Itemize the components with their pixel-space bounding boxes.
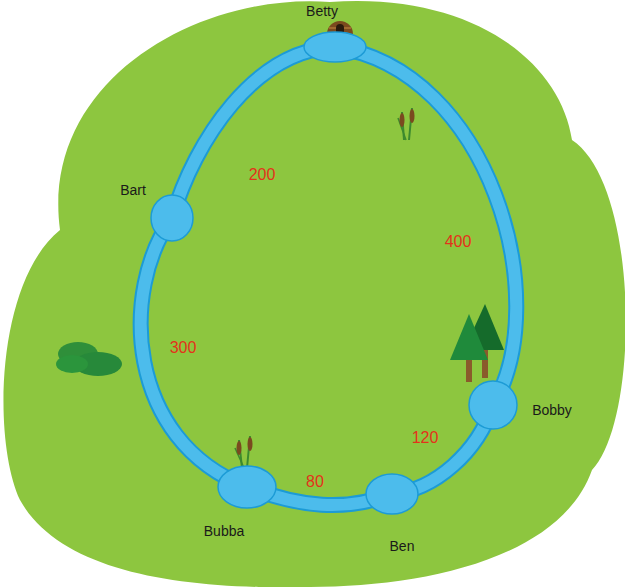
bush bbox=[56, 342, 122, 376]
pond-shape bbox=[303, 31, 367, 63]
pond-name: Bobby bbox=[532, 402, 572, 418]
pond-name: Bart bbox=[120, 182, 146, 198]
trees bbox=[450, 304, 504, 382]
pond-node: Bobby bbox=[468, 380, 518, 430]
distance-label: 120 bbox=[412, 429, 439, 447]
distance-label: 300 bbox=[170, 339, 197, 357]
pond-name: Betty bbox=[306, 3, 338, 19]
stream-connector bbox=[335, 47, 516, 405]
pond-outline bbox=[304, 32, 366, 62]
pond-node: Ben bbox=[365, 473, 419, 515]
stream-connector bbox=[172, 47, 335, 218]
stream-bank bbox=[335, 47, 516, 405]
pond-name: Ben bbox=[390, 538, 415, 554]
pond-outline bbox=[469, 381, 517, 429]
cattails bbox=[235, 436, 253, 468]
pond-node: Betty bbox=[303, 31, 367, 63]
stream-connector bbox=[141, 218, 247, 487]
distance-label: 80 bbox=[306, 473, 324, 491]
pond-shape bbox=[150, 194, 194, 242]
stream-bank bbox=[172, 47, 335, 218]
stream-water bbox=[141, 218, 247, 487]
cattails bbox=[398, 108, 415, 140]
distance-label: 400 bbox=[445, 233, 472, 251]
stream-water bbox=[172, 47, 335, 218]
pond-shape bbox=[468, 380, 518, 430]
stream-bank bbox=[141, 218, 247, 487]
pond-outline bbox=[218, 466, 276, 508]
grass-area bbox=[3, 1, 625, 587]
pond-outline bbox=[366, 474, 418, 514]
distance-label: 200 bbox=[249, 166, 276, 184]
pond-name: Bubba bbox=[204, 523, 244, 539]
stream-water bbox=[335, 47, 516, 405]
pond-shape bbox=[365, 473, 419, 515]
pond-node: Bubba bbox=[217, 465, 277, 509]
pond-node: Bart bbox=[150, 194, 194, 242]
pond-outline bbox=[151, 195, 193, 241]
pond-shape bbox=[217, 465, 277, 509]
